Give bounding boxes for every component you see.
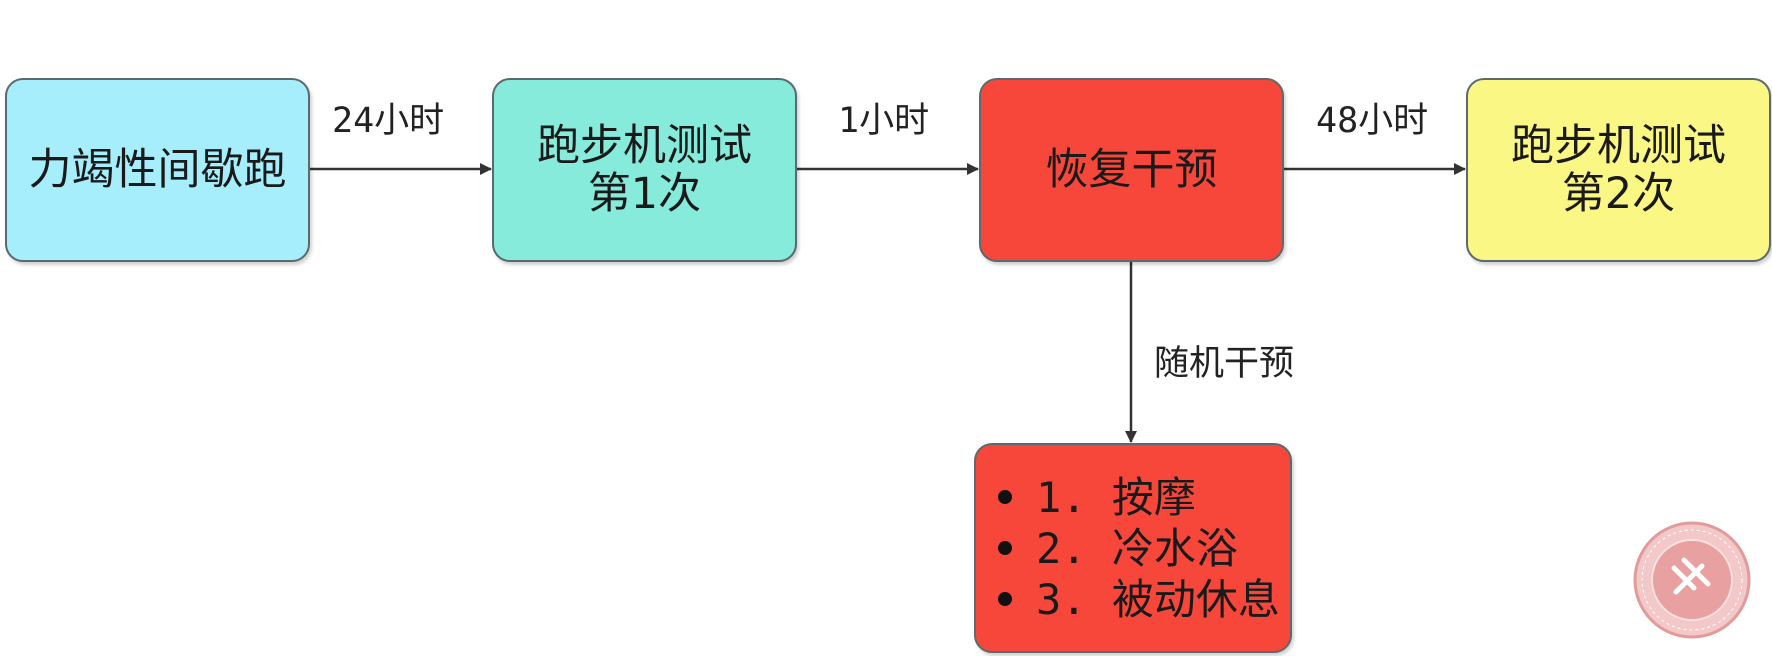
list-item: 1. 按摩 xyxy=(998,472,1280,523)
node-label-line1: 跑步机测试 xyxy=(537,121,752,171)
node-fatigue-run: 力竭性间歇跑 xyxy=(5,78,310,262)
list-item-label: 3. 被动休息 xyxy=(1036,574,1280,624)
bullet-icon xyxy=(998,592,1012,606)
edge-label-24h: 24小时 xyxy=(332,101,445,141)
list-item-label: 1. 按摩 xyxy=(1036,472,1196,522)
node-intervention-list: 1. 按摩 2. 冷水浴 3. 被动休息 xyxy=(974,443,1292,653)
list-item: 2. 冷水浴 xyxy=(998,523,1280,574)
node-treadmill-test-1: 跑步机测试 第1次 xyxy=(492,78,797,262)
node-label-line2: 第1次 xyxy=(587,169,702,219)
bullet-icon xyxy=(998,541,1012,555)
node-label-line1: 跑步机测试 xyxy=(1511,121,1726,171)
university-seal-icon xyxy=(1633,521,1751,639)
edge-label-random-intervention: 随机干预 xyxy=(1154,344,1295,384)
node-recovery-intervention: 恢复干预 xyxy=(979,78,1284,262)
intervention-list: 1. 按摩 2. 冷水浴 3. 被动休息 xyxy=(998,472,1280,625)
edge-label-48h: 48小时 xyxy=(1316,101,1429,141)
list-item: 3. 被动休息 xyxy=(998,574,1280,625)
edge-label-1h: 1小时 xyxy=(838,101,930,141)
list-item-label: 2. 冷水浴 xyxy=(1036,523,1238,573)
node-label: 力竭性间歇跑 xyxy=(28,145,287,195)
node-treadmill-test-2: 跑步机测试 第2次 xyxy=(1466,78,1771,262)
node-label: 恢复干预 xyxy=(1045,145,1218,195)
node-label-line2: 第2次 xyxy=(1561,169,1676,219)
bullet-icon xyxy=(998,490,1012,504)
